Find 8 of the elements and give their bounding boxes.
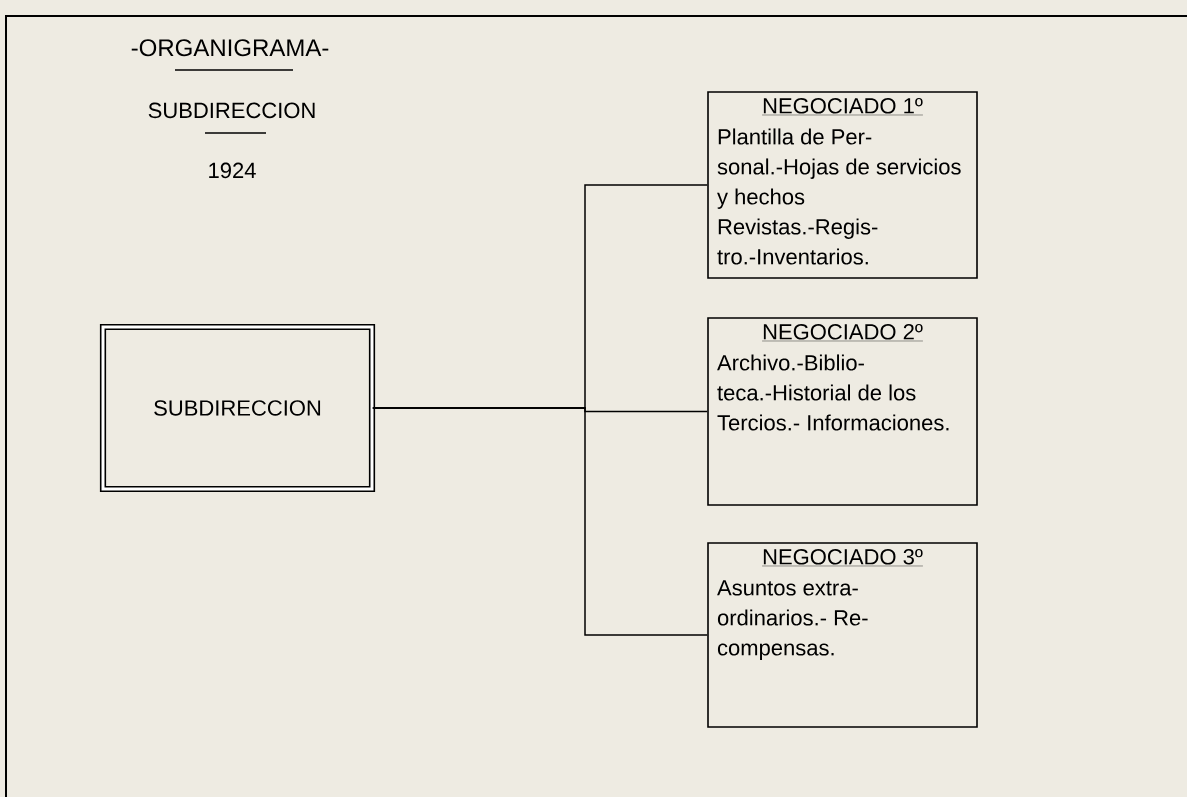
unit-box: NEGOCIADO 3º Asuntos extra- ordinarios.- Re- compensas. (707, 542, 978, 728)
subtitle: 1924 (209, 162, 256, 179)
connector-line (372, 407, 708, 636)
unit-box: NEGOCIADO 1º Plantilla de Per- sonal.-Hojas de servicios y hechos Revistas.-Regis- tro.-Inventarios. (707, 91, 978, 279)
unit-box: NEGOCIADO 2º Archivo.-Biblio- teca.-Historial de los Tercios.- Informaciones. (707, 317, 978, 506)
title: -ORGANIGRAMA- (131, 39, 329, 57)
double-box: SUBDIRECCION (99, 323, 376, 493)
subtitle: SUBDIRECCION (148, 102, 315, 119)
